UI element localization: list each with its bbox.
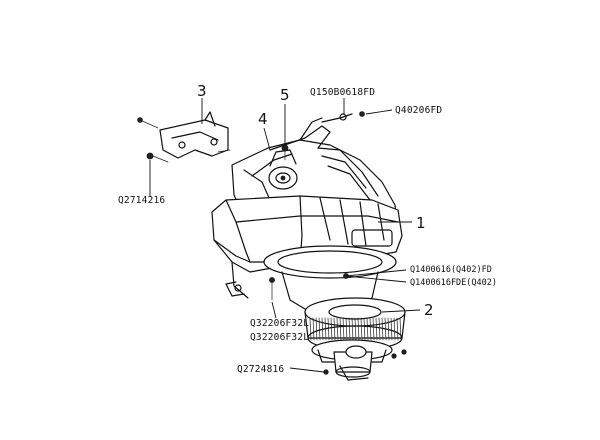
fan-blade: [384, 317, 387, 341]
callout-3: 3: [197, 82, 207, 100]
fan-blade: [378, 317, 381, 341]
top-connector: [321, 111, 365, 123]
screw-left: [146, 152, 169, 163]
part-label-top-center: Q150B0618FD: [310, 87, 375, 98]
part-label-bottom-left: Q2724816: [237, 364, 284, 375]
callout-4: 4: [258, 110, 268, 128]
fan-blade: [309, 317, 312, 341]
fan-blade: [312, 317, 315, 341]
fan-blade: [330, 317, 333, 341]
motor-flange: [263, 245, 397, 313]
part-label-top-right: Q40206FD: [395, 105, 442, 116]
fan-blade: [369, 317, 372, 341]
fan-blade: [354, 317, 357, 341]
bracket-part-3: [137, 111, 231, 159]
fan-blade: [387, 317, 390, 341]
fan-blade: [360, 317, 363, 341]
fan-blade: [327, 317, 330, 341]
fan-blade: [372, 317, 375, 341]
fan-blade: [348, 317, 351, 341]
fan-blade: [396, 317, 399, 341]
fan-blade: [345, 317, 348, 341]
part-label-right-2: Q1400616FDE(Q402): [410, 278, 497, 288]
fan-blade: [357, 317, 360, 341]
callout-2: 2: [424, 301, 434, 319]
fan-blade: [342, 317, 345, 341]
part-label-bottom-2: Q32206F32L: [250, 332, 309, 343]
screw-part-5: [281, 144, 289, 161]
fan-blade: [336, 317, 339, 341]
part-label-bottom-1: Q32206F32L: [250, 318, 309, 329]
fan-blade: [339, 317, 342, 341]
callout-1: 1: [416, 214, 426, 232]
fan-blade: [375, 317, 378, 341]
fan-blade: [399, 317, 402, 341]
fan-blade: [324, 317, 327, 341]
fan-blade: [363, 317, 366, 341]
fan-blade: [366, 317, 369, 341]
fan-blade: [381, 317, 384, 341]
fan-blade: [393, 317, 396, 341]
leader-lines: [149, 98, 421, 373]
fan-blade: [333, 317, 336, 341]
fan-blades: [309, 317, 402, 341]
part-label-right-1: Q1400616(Q402)FD: [410, 265, 492, 275]
motor-cap-part-4: [268, 149, 298, 190]
blower-wheel-part-2: [304, 297, 406, 351]
fan-blade: [321, 317, 324, 341]
fan-blade: [390, 317, 393, 341]
fan-blade: [315, 317, 318, 341]
fan-blade: [351, 317, 354, 341]
part-label-left: Q2714216: [118, 195, 165, 206]
motor-body: [311, 339, 407, 381]
callout-5: 5: [280, 86, 290, 104]
fan-blade: [318, 317, 321, 341]
